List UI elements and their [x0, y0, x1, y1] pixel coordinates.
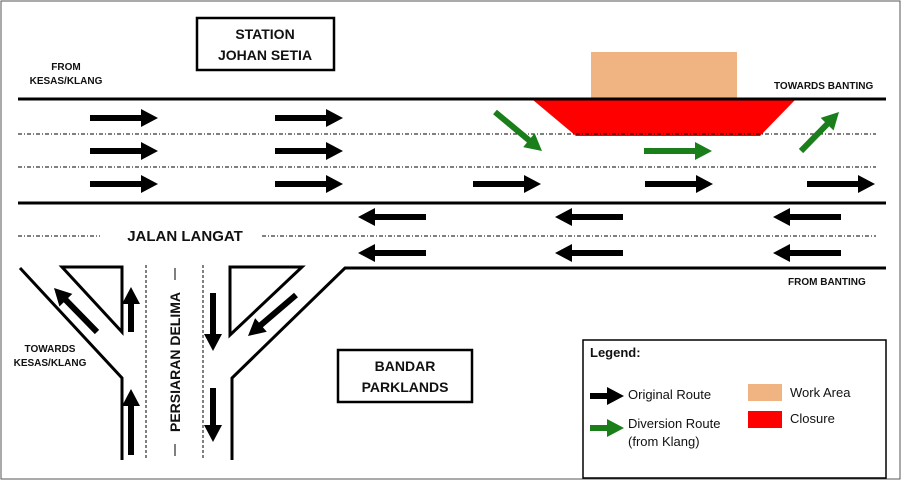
original-route-arrow-east [473, 175, 541, 193]
station-label-line2: JOHAN SETIA [218, 47, 312, 63]
legend-original-route-arrow [590, 387, 624, 405]
original-route-arrow-east [90, 175, 158, 193]
legend-diversion-line1: Diversion Route [628, 416, 721, 431]
original-route-arrow-east [275, 109, 343, 127]
original-route-arrow-east [90, 142, 158, 160]
original-route-arrow-west [555, 208, 623, 226]
original-route-arrow-east [90, 109, 158, 127]
traffic-island-right [228, 265, 306, 339]
original-route-arrow-west [555, 244, 623, 262]
diversion-route-arrow [798, 112, 839, 154]
original-route-arrow-west [773, 244, 841, 262]
legend-diversion-route-arrow [590, 419, 624, 437]
legend-work-area-swatch [748, 384, 782, 401]
station-box [195, 16, 336, 72]
from-left-label-line2: KESAS/KLANG [30, 76, 103, 87]
towards-banting-label: TOWARDS BANTING [774, 81, 873, 92]
legend-closure: Closure [790, 411, 835, 426]
legend-arrows [590, 387, 624, 437]
original-route-arrow-south [204, 293, 222, 351]
legend-closure-swatch [748, 411, 782, 428]
original-route-arrow-west [773, 208, 841, 226]
lane-dividers [18, 133, 876, 460]
road-edge-south-west [18, 266, 124, 460]
route-arrows [54, 109, 875, 455]
original-route-arrow-southwest [248, 292, 298, 336]
from-left-label-line1: FROM [51, 62, 80, 73]
original-route-arrow-west [358, 244, 426, 262]
jalan-langat-label: JALAN LANGAT [127, 228, 243, 245]
from-banting-label: FROM BANTING [788, 277, 866, 288]
original-route-arrow-east [645, 175, 713, 193]
original-route-arrow-north [122, 287, 140, 332]
legend-title: Legend: [590, 345, 641, 360]
diversion-route-arrow [493, 109, 542, 151]
original-route-arrow-east [275, 175, 343, 193]
road-edges [18, 97, 886, 460]
legend-diversion-line2: (from Klang) [628, 434, 700, 449]
original-route-arrow-northwest [54, 288, 100, 335]
bandar-box [336, 348, 474, 404]
bandar-label-line2: PARKLANDS [362, 379, 449, 395]
legend-box [582, 339, 887, 479]
work-area [591, 52, 737, 98]
persiaran-delima-label: PERSIARAN DELIMA [167, 292, 183, 432]
diversion-route-arrow [644, 142, 712, 160]
traffic-island-left [58, 265, 124, 336]
bandar-label-line1: BANDAR [375, 358, 436, 374]
original-route-arrow-west [358, 208, 426, 226]
original-route-arrow-south [204, 388, 222, 442]
towards-left-label-line1: TOWARDS [25, 344, 76, 355]
road-edge-south-east [230, 266, 886, 460]
original-route-arrow-east [807, 175, 875, 193]
towards-left-label-line2: KESAS/KLANG [14, 358, 87, 369]
original-route-arrow-north [122, 389, 140, 455]
legend-work-area: Work Area [790, 385, 851, 400]
station-label-line1: STATION [235, 26, 294, 42]
closure-zone [533, 100, 795, 136]
original-route-arrow-east [275, 142, 343, 160]
legend-original-route: Original Route [628, 387, 711, 402]
